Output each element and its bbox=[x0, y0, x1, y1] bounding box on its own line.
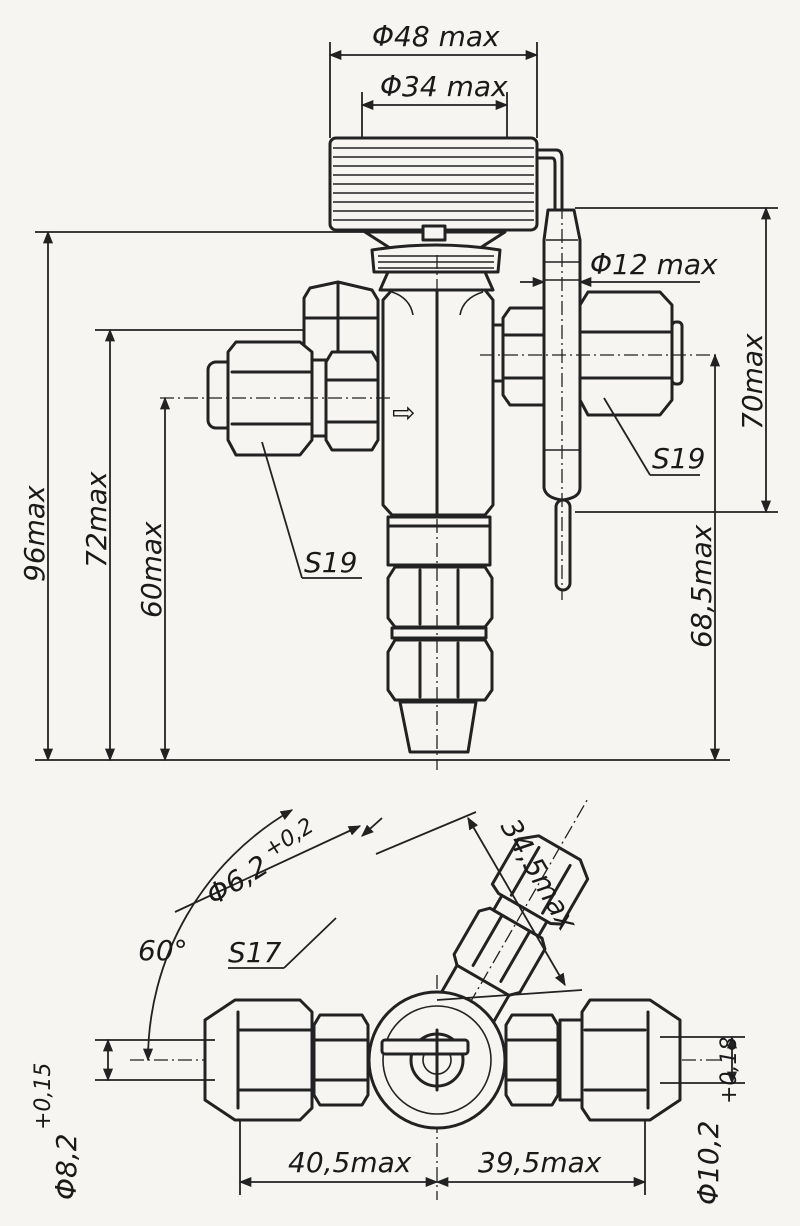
right-flare-nut bbox=[504, 998, 682, 1122]
svg-text:+0,2: +0,2 bbox=[260, 814, 319, 864]
svg-text:Φ34 max: Φ34 max bbox=[380, 70, 508, 103]
svg-text:+0,18: +0,18 bbox=[717, 1037, 742, 1104]
svg-text:60°: 60° bbox=[138, 934, 188, 967]
top-view: 60° S17 Φ6,2 +0,2 34,5max 40, bbox=[31, 799, 745, 1205]
wrench-size-right: S19 bbox=[603, 397, 705, 476]
front-view: ⇨ bbox=[18, 20, 778, 770]
thermal-head bbox=[328, 136, 564, 232]
svg-text:Φ12 max: Φ12 max bbox=[590, 248, 718, 281]
svg-text:72max: 72max bbox=[80, 471, 113, 568]
dim-horizontal-lengths: 40,5max 39,5max bbox=[238, 1120, 647, 1195]
dim-head-outer: Φ48 max bbox=[328, 20, 539, 138]
dim-right-outlet-height: 68,5max bbox=[685, 353, 721, 762]
wrench-size-inclined: S17 bbox=[228, 917, 337, 969]
dim-left-outlet-height: 72max bbox=[80, 328, 305, 762]
bottom-fitting bbox=[386, 515, 494, 754]
dim-inlet-height: 60max bbox=[135, 396, 171, 762]
svg-text:S19: S19 bbox=[304, 546, 357, 579]
svg-text:Φ6,2: Φ6,2 bbox=[200, 849, 274, 912]
svg-text:+0,15: +0,15 bbox=[31, 1063, 56, 1130]
dim-total-height: 96max bbox=[18, 230, 730, 762]
valve-bonnet bbox=[363, 224, 507, 292]
svg-text:68,5max: 68,5max bbox=[685, 524, 718, 648]
dim-left-pipe: Φ8,2 +0,15 bbox=[31, 1038, 215, 1200]
wrench-size-left: S19 bbox=[261, 441, 362, 579]
dim-right-pipe: Φ10,2 +0,18 bbox=[660, 1035, 745, 1205]
flow-arrow-icon: ⇨ bbox=[392, 396, 415, 429]
svg-text:39,5max: 39,5max bbox=[478, 1146, 602, 1179]
svg-text:Φ8,2: Φ8,2 bbox=[50, 1133, 83, 1200]
right-outlet-fitting bbox=[491, 290, 684, 417]
svg-text:S19: S19 bbox=[652, 442, 705, 475]
dim-head-inner: Φ34 max bbox=[360, 70, 509, 138]
svg-text:96max: 96max bbox=[18, 485, 51, 582]
dim-angle: 60° bbox=[138, 809, 294, 1062]
svg-text:Φ10,2: Φ10,2 bbox=[692, 1121, 725, 1205]
svg-text:70max: 70max bbox=[736, 333, 769, 430]
left-flare-nut bbox=[203, 998, 370, 1122]
valve-body-top bbox=[367, 990, 507, 1130]
dim-bulb-height: 70max bbox=[575, 206, 778, 514]
valve-body: ⇨ bbox=[381, 288, 495, 517]
svg-text:40,5max: 40,5max bbox=[288, 1146, 412, 1179]
dim-capillary: Φ6,2 +0,2 bbox=[174, 814, 383, 913]
svg-text:S17: S17 bbox=[228, 936, 282, 969]
svg-text:Φ48 max: Φ48 max bbox=[372, 20, 500, 53]
svg-text:60max: 60max bbox=[135, 521, 168, 618]
dim-bulb-dia: Φ12 max bbox=[520, 248, 718, 288]
